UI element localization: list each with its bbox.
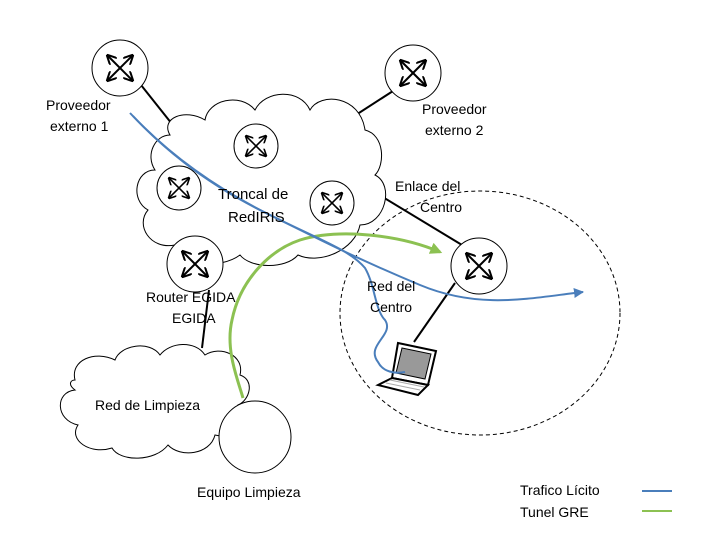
router-troncal-top [233, 123, 279, 169]
router-troncal-right [309, 180, 355, 226]
link-proveedor1-troncal [140, 84, 173, 125]
legend-label-licit-traffic: Trafico Lícito [520, 482, 600, 498]
label-proveedor-externo-2: Proveedor [422, 101, 487, 117]
label-enlace-centro: Enlace del [395, 178, 460, 194]
equipo-limpieza-node [218, 400, 292, 474]
label-red-centro: Red del [367, 278, 415, 294]
label-troncal-rediris-line2: RedIRIS [228, 209, 285, 226]
gre-tunnel-path [228, 232, 443, 399]
label-equipo-limpieza: Equipo Limpieza [197, 484, 301, 500]
router-centro [450, 237, 508, 295]
label-proveedor-externo-1: Proveedor [46, 97, 111, 113]
label-router-egida: Router EGIDA [146, 289, 236, 305]
router-troncal-left [156, 165, 202, 211]
link-enlace-centro [380, 195, 463, 246]
router-proveedor-externo-1 [91, 39, 149, 97]
router-egida [166, 235, 224, 293]
laptop-icon [375, 341, 438, 397]
link-router-laptop [413, 282, 456, 343]
label-router-egida-line2: EGIDA [172, 310, 216, 326]
label-red-centro-line2: Centro [370, 299, 412, 315]
legend: Trafico Lícito Tunel GRE [520, 482, 672, 520]
router-proveedor-externo-2 [384, 44, 442, 102]
licit-traffic-path-secondary [132, 115, 406, 374]
red-centro-boundary [339, 190, 621, 436]
label-proveedor-externo-2-line2: externo 2 [425, 122, 484, 138]
label-red-limpieza: Red de Limpieza [95, 397, 200, 413]
link-egida-limpieza [201, 289, 210, 349]
label-proveedor-externo-1-line2: externo 1 [50, 118, 109, 134]
label-troncal-rediris: Troncal de [218, 186, 288, 203]
legend-label-gre-tunnel: Tunel GRE [520, 504, 589, 520]
label-enlace-centro-line2: Centro [420, 199, 462, 215]
